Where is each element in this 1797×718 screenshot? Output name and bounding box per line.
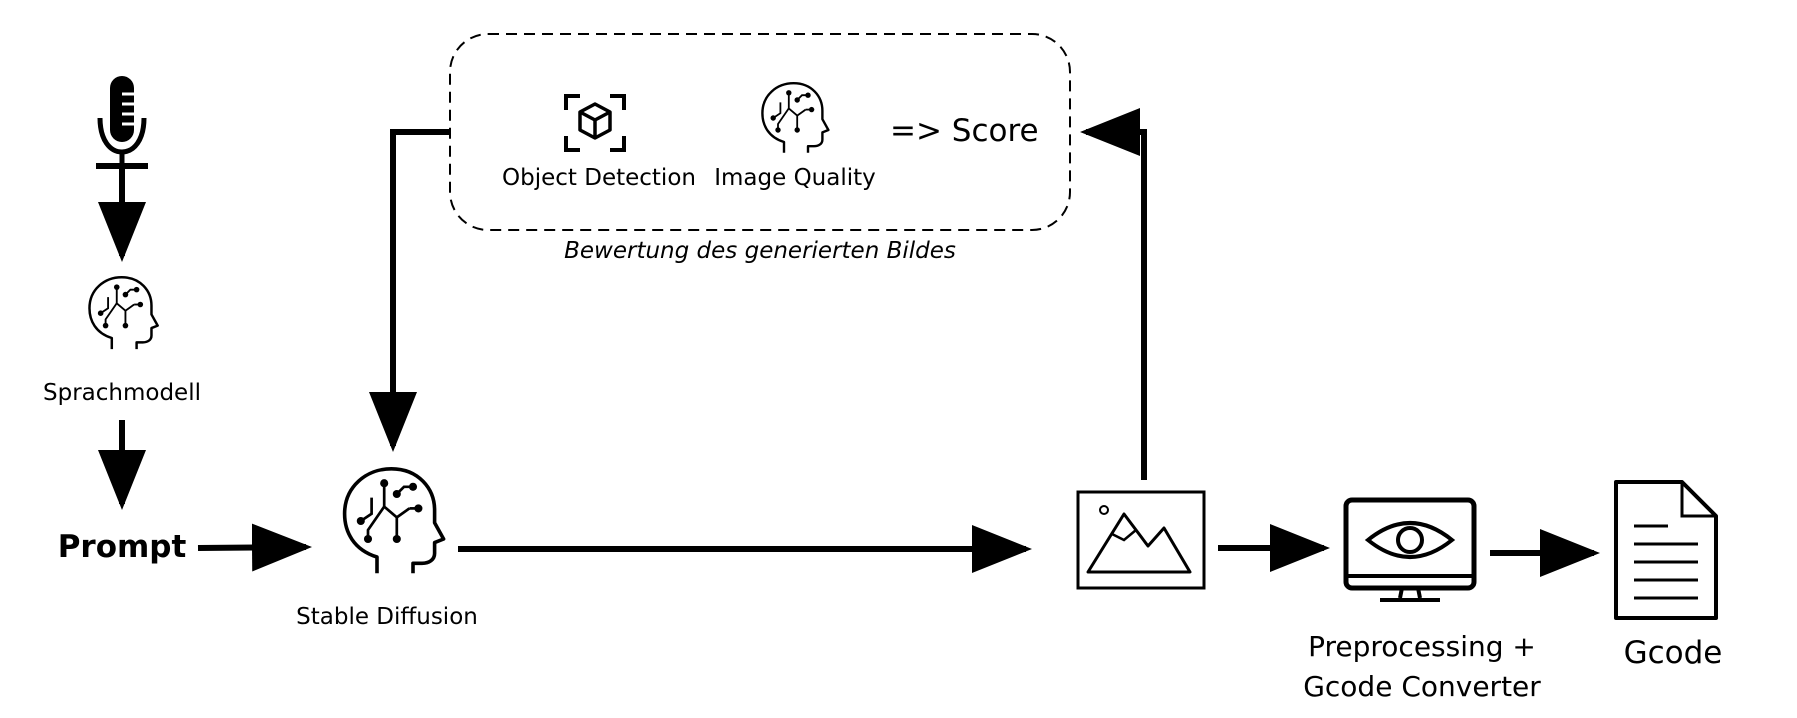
arrow-evaluation-to-stable-diffusion [369, 129, 450, 452]
evaluation-box [449, 33, 1071, 231]
stable-diffusion-brain-icon [342, 466, 446, 576]
monitor-eye-icon [1343, 497, 1477, 602]
connector-lines [98, 108, 1600, 577]
sprachmodell-label: Sprachmodell [43, 380, 201, 406]
sprachmodell-brain-icon [88, 275, 159, 351]
document-icon [1614, 480, 1718, 620]
preprocessing-label-line1: Preprocessing + [1308, 630, 1536, 663]
microphone-icon [96, 76, 148, 169]
object-detection-icon [564, 94, 626, 152]
image-quality-label: Image Quality [714, 165, 876, 191]
preprocessing-label-line2: Gcode Converter [1303, 670, 1541, 703]
object-detection-label: Object Detection [502, 165, 696, 191]
arrow-image-to-evaluation [1080, 108, 1147, 480]
stable-diffusion-label: Stable Diffusion [296, 604, 478, 630]
evaluation-caption: Bewertung des generierten Bildes [564, 238, 956, 264]
image-icon [1076, 490, 1206, 590]
prompt-label: Prompt [57, 529, 187, 565]
arrow-prompt-to-stable-diffusion [197, 523, 312, 572]
image-quality-brain-icon [761, 81, 830, 155]
score-label: => Score [890, 113, 1039, 149]
gcode-label: Gcode [1623, 635, 1723, 671]
